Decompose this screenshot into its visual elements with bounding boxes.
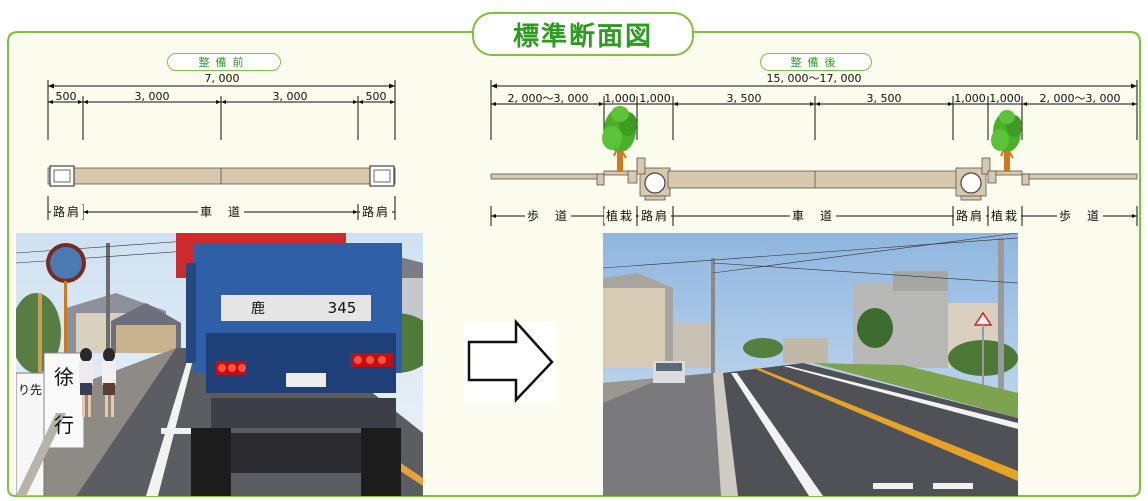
after-dim-planting-left: 1,000 xyxy=(604,92,636,105)
before-label: 整備前 xyxy=(167,53,281,71)
after-zone-planting-right: 植栽 xyxy=(988,209,1022,223)
right-arrow-icon xyxy=(464,318,556,404)
tree-icon xyxy=(602,106,637,172)
after-dim-sidewalk-left: 2, 000〜3, 000 xyxy=(507,92,589,105)
before-zone-carriageway: 車 道 xyxy=(197,205,245,219)
before-dim-shoulder-right: 500 xyxy=(365,90,387,103)
before-road-section xyxy=(47,165,396,187)
after-dim-shoulder-right: 1,000 xyxy=(954,92,986,105)
after-zone-shoulder-right: 路肩 xyxy=(953,209,987,223)
before-total-width: 7, 000 xyxy=(204,72,240,85)
page-title: 標準断面図 xyxy=(472,12,694,56)
tree-icon xyxy=(991,110,1022,172)
after-dim-lane-right: 3, 500 xyxy=(866,92,902,105)
left-sign-text: り先 xyxy=(17,383,42,397)
after-dim-shoulder-left: 1,000 xyxy=(639,92,671,105)
before-dim-lane-right: 3, 000 xyxy=(272,90,308,103)
after-dim-planting-right: 1,000 xyxy=(989,92,1021,105)
before-dim-lane-left: 3, 000 xyxy=(134,90,170,103)
before-zone-shoulder-right: 路肩 xyxy=(359,205,393,219)
after-zone-shoulder-left: 路肩 xyxy=(638,209,672,223)
after-label: 整備後 xyxy=(760,53,872,71)
after-road-section xyxy=(490,157,1138,201)
truck-plate-number: 345 xyxy=(327,299,357,317)
after-zone-sidewalk-left: 歩 道 xyxy=(524,209,572,223)
slow-sign-char-1: 徐 xyxy=(54,365,74,389)
before-zone-shoulder-left: 路肩 xyxy=(50,205,84,219)
after-photo xyxy=(603,233,1018,496)
after-dim-lane-left: 3, 500 xyxy=(726,92,762,105)
truck-plate-region: 鹿 xyxy=(251,301,265,317)
after-zone-carriageway: 車 道 xyxy=(789,209,837,223)
after-total-width: 15, 000〜17, 000 xyxy=(766,72,862,85)
after-zone-planting-left: 植栽 xyxy=(603,209,637,223)
after-dim-sidewalk-right: 2, 000〜3, 000 xyxy=(1039,92,1121,105)
before-dim-shoulder-left: 500 xyxy=(55,90,77,103)
after-zone-sidewalk-right: 歩 道 xyxy=(1056,209,1104,223)
before-arrowheads xyxy=(48,83,395,214)
after-arrowheads xyxy=(491,83,1137,218)
slow-sign-char-2: 行 xyxy=(54,413,74,437)
before-photo: 鹿 345 徐 行 り先 xyxy=(16,233,423,496)
